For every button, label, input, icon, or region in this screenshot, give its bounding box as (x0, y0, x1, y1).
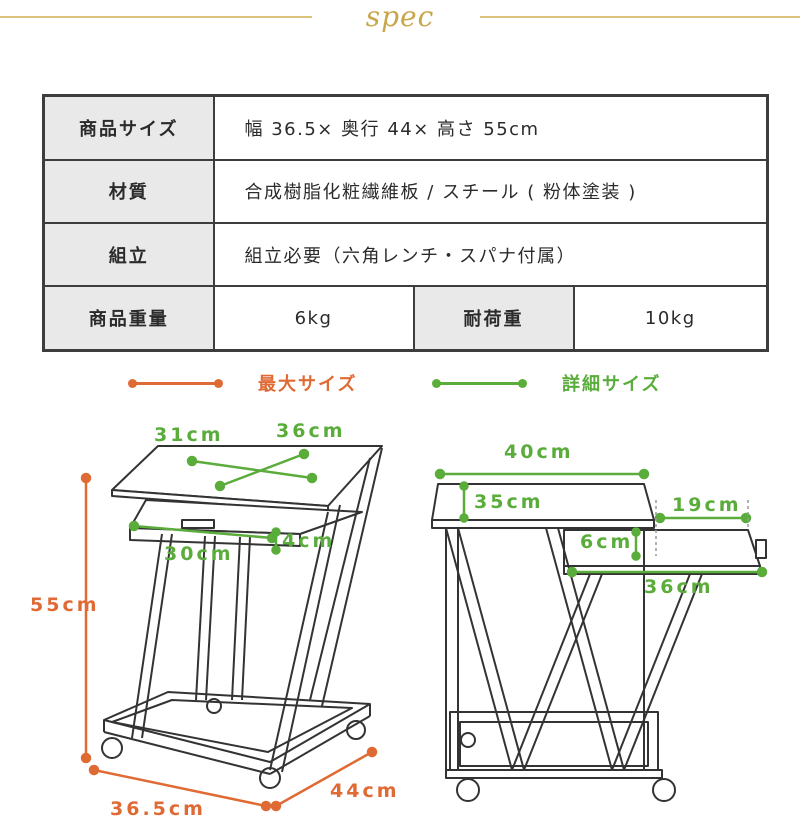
dim-label-6cm: 6cm (580, 531, 634, 553)
dim-label-36cm-right: 36cm (644, 576, 714, 598)
spec-row-material: 材質 合成樹脂化粧繊維板 / スチール ( 粉体塗装 ) (42, 158, 769, 224)
spec-value: 幅 36.5× 奥行 44× 高さ 55cm (212, 94, 769, 161)
left-max-dimensions (80, 472, 378, 812)
left-detail-dimensions (128, 448, 318, 555)
spec-value: 組立必要（六角レンチ・スパナ付属） (212, 221, 769, 288)
spec-value: 10kg (572, 285, 769, 352)
dim-label-36-5cm: 36.5cm (110, 798, 206, 820)
legend-dot (214, 379, 223, 388)
legend-max-size: 最大サイズ (128, 368, 388, 398)
legend-label: 最大サイズ (258, 374, 358, 395)
header-rule-right (480, 16, 800, 18)
dim-label-44cm: 44cm (330, 780, 400, 802)
right-guide-lines (655, 500, 749, 556)
dim-label-36cm: 36cm (276, 420, 346, 442)
dim-label-35cm: 35cm (474, 491, 544, 513)
header-rule-left (0, 16, 312, 18)
spec-label: 材質 (42, 158, 215, 224)
spec-value: 合成樹脂化粧繊維板 / スチール ( 粉体塗装 ) (212, 158, 769, 224)
right-cart-drawing (431, 483, 767, 802)
legend-detail-size: 詳細サイズ (432, 368, 692, 398)
spec-table: 商品サイズ 幅 36.5× 奥行 44× 高さ 55cm 材質 合成樹脂化粧繊維… (42, 94, 770, 352)
legend-line (132, 382, 218, 385)
dim-label-30cm: 30cm (164, 543, 234, 565)
header-title: spec (365, 0, 435, 33)
spec-label: 耐荷重 (412, 285, 575, 352)
spec-row-size: 商品サイズ 幅 36.5× 奥行 44× 高さ 55cm (42, 94, 769, 161)
dim-label-4cm: 4cm (282, 530, 336, 552)
spec-label: 商品サイズ (42, 94, 215, 161)
spec-row-assembly: 組立 組立必要（六角レンチ・スパナ付属） (42, 221, 769, 288)
left-cart-drawing (101, 445, 383, 789)
spec-label: 組立 (42, 221, 215, 288)
dim-label-55cm: 55cm (30, 594, 100, 616)
dim-label-40cm: 40cm (504, 441, 574, 463)
dim-label-31cm: 31cm (154, 424, 224, 446)
right-detail-dimensions (434, 468, 768, 578)
spec-row-weight: 商品重量 6kg 耐荷重 10kg (42, 285, 769, 352)
dim-label-19cm: 19cm (672, 494, 742, 516)
spec-value: 6kg (212, 285, 415, 352)
legend-label: 詳細サイズ (562, 374, 662, 395)
legend-dot (518, 379, 527, 388)
spec-label: 商品重量 (42, 285, 215, 352)
legend-line (436, 382, 522, 385)
